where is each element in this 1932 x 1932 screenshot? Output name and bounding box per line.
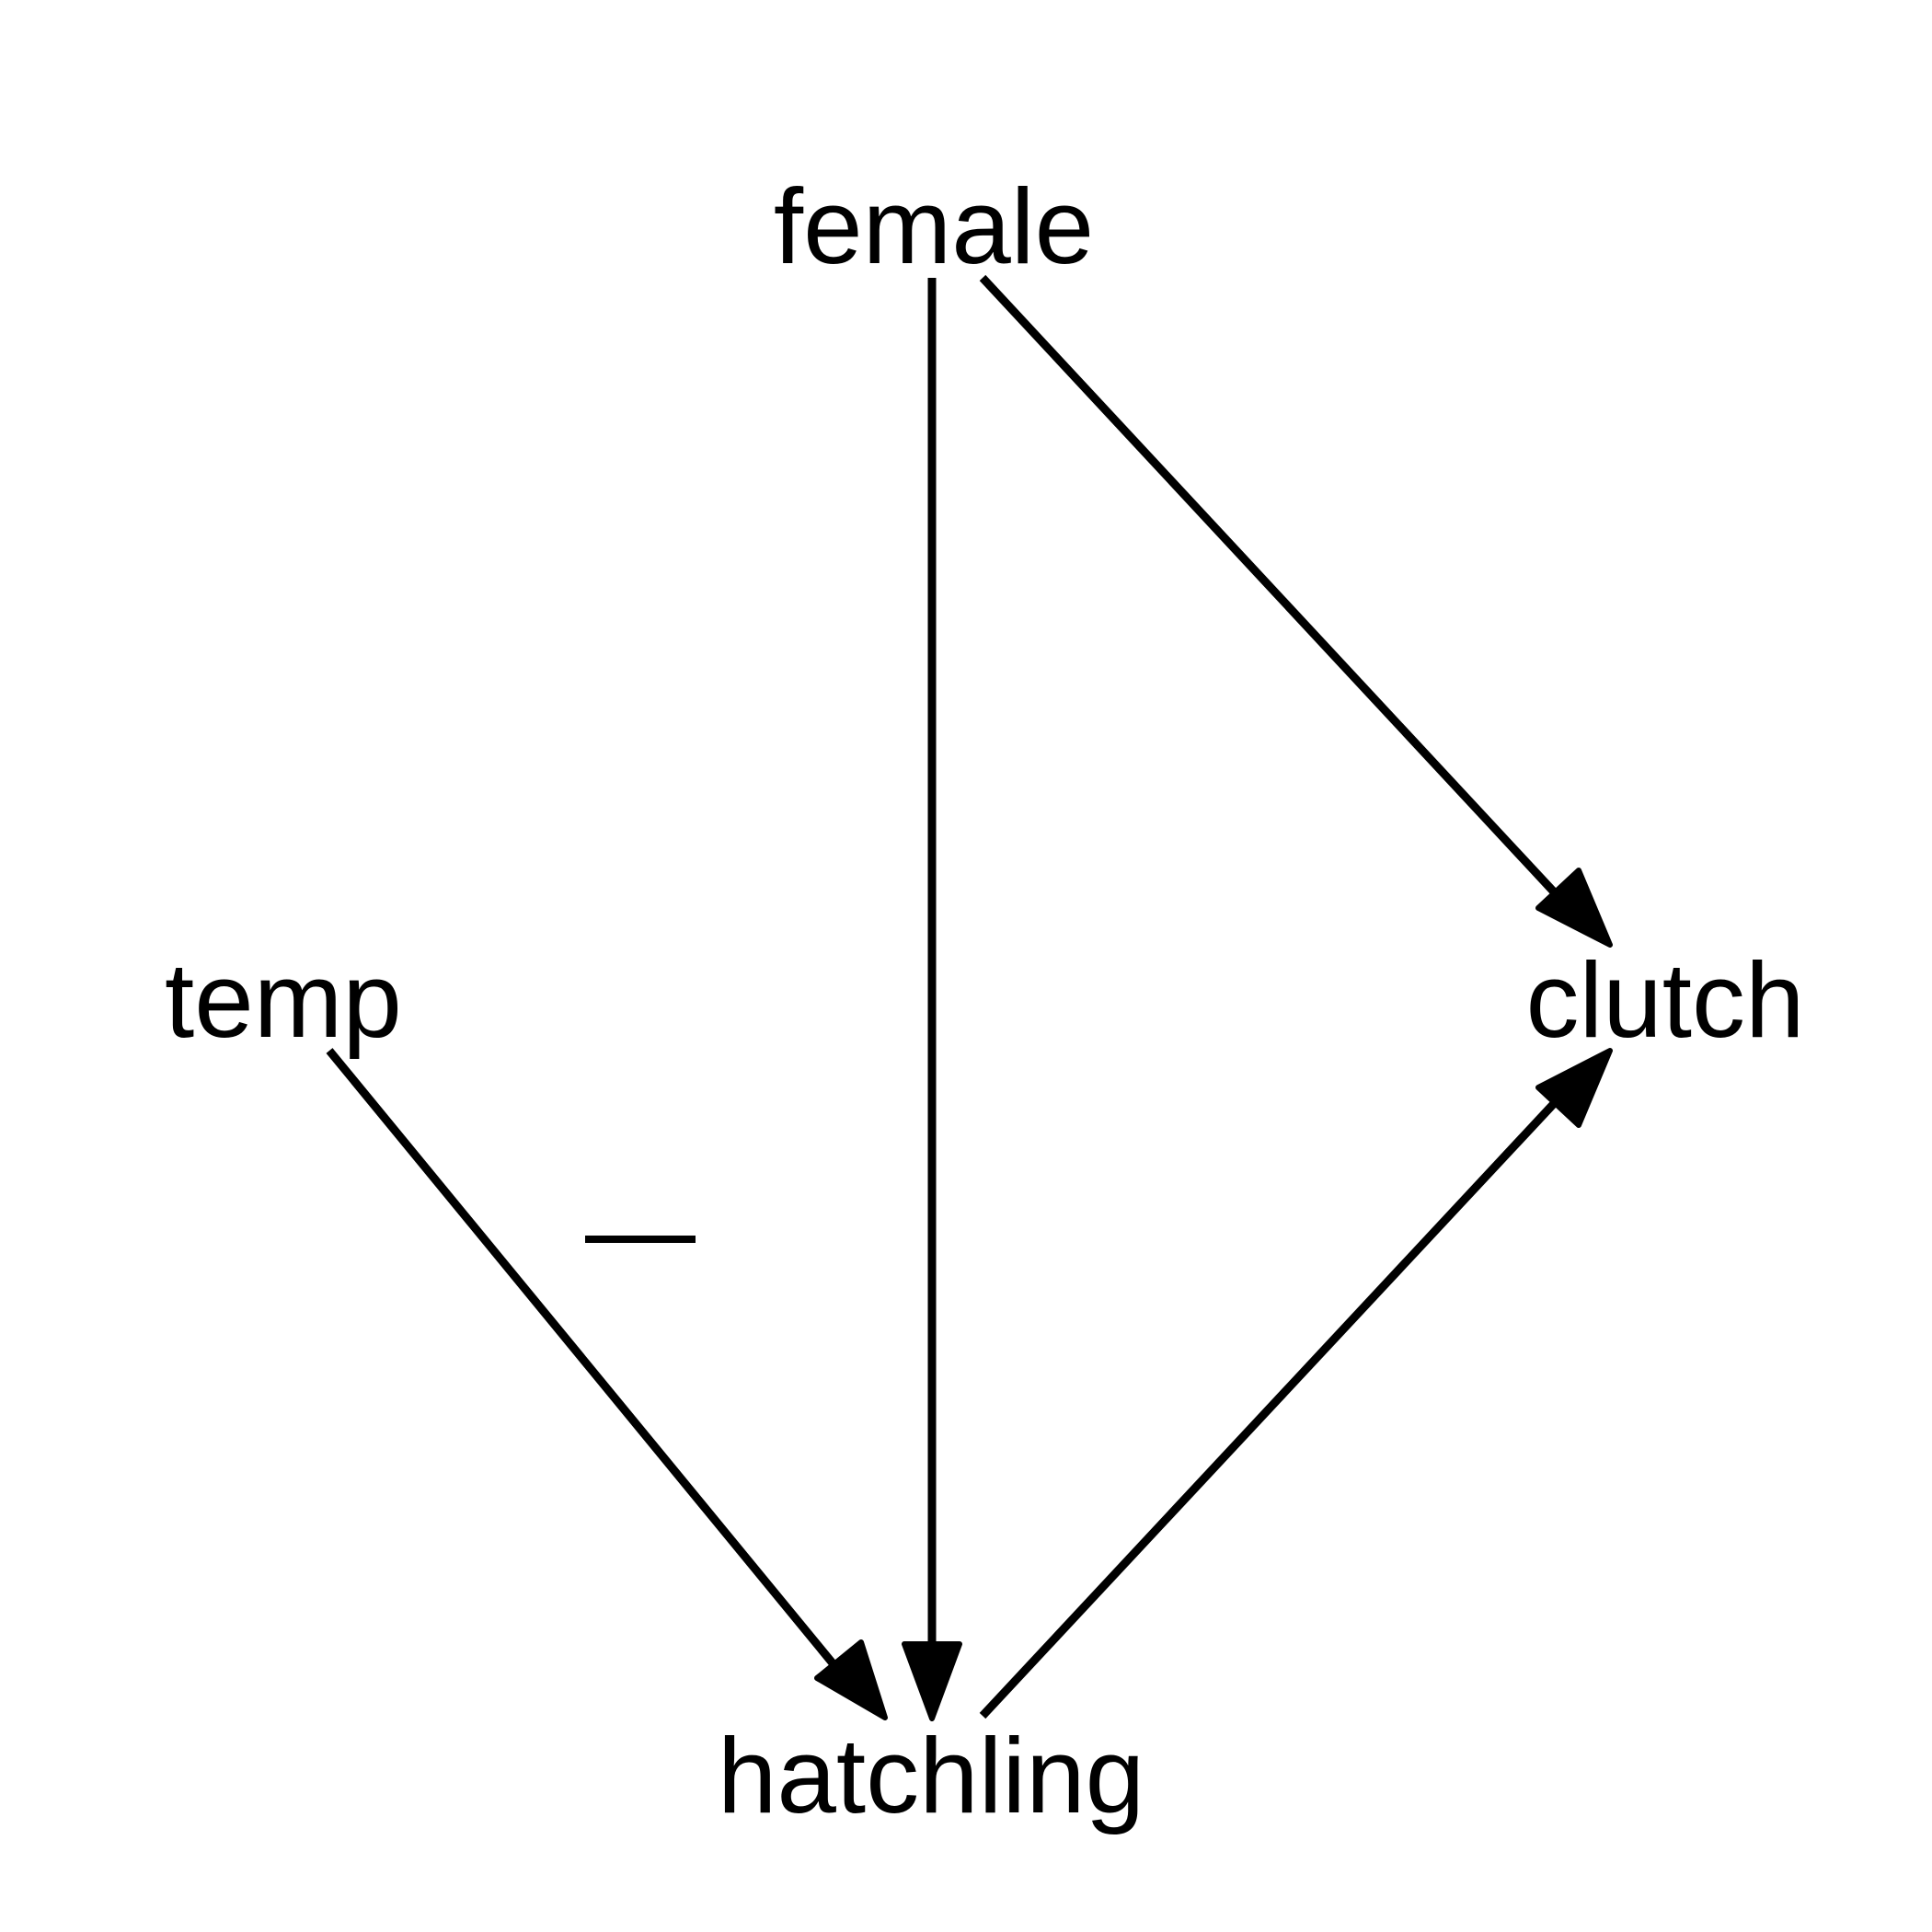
arrowhead-icon bbox=[1535, 868, 1613, 948]
edge-temp-hatchling bbox=[326, 1048, 888, 1720]
edge-hatchling-clutch bbox=[979, 1048, 1613, 1719]
node-female: female bbox=[774, 167, 1094, 286]
arrowhead-icon bbox=[902, 1641, 962, 1721]
arrowhead-icon bbox=[814, 1639, 888, 1720]
arrowhead-icon bbox=[1535, 1048, 1613, 1128]
edge-female-clutch bbox=[979, 274, 1613, 948]
node-clutch: clutch bbox=[1525, 940, 1804, 1060]
edge-female-hatchling bbox=[902, 278, 962, 1721]
node-hatchling: hatchling bbox=[718, 1716, 1144, 1835]
node-temp: temp bbox=[165, 940, 402, 1060]
